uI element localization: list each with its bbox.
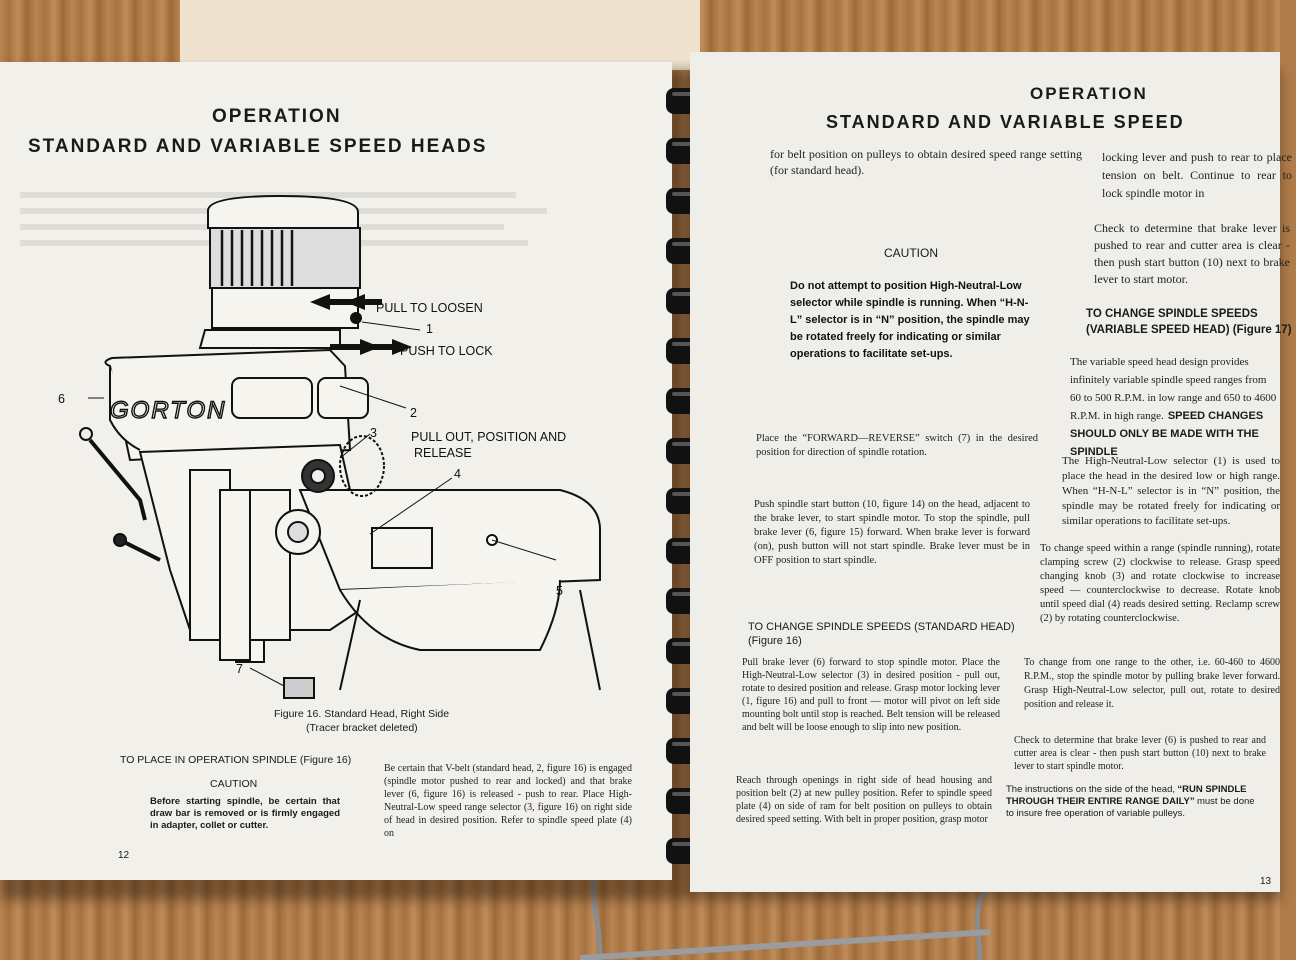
para-standard-2: Reach through openings in right side of … (736, 775, 992, 825)
left-page-title-2: STANDARD AND VARIABLE SPEED HEADS (28, 136, 488, 157)
para-variable-3: To change speed within a range (spindle … (1040, 543, 1280, 624)
callout-number-6: 6 (58, 392, 65, 406)
para-variable-6-bold: “RUN SPINDLE THROUGH THEIR ENTIRE RANGE … (1006, 784, 1247, 807)
callout-pull-out: PULL OUT, POSITION AND (411, 430, 567, 444)
right-caution-heading: CAUTION (884, 246, 938, 260)
para-variable-6-prefix: The instructions on the side of the head… (1006, 784, 1175, 795)
section-heading-standard-head: TO CHANGE SPINDLE SPEEDS (STANDARD HEAD)… (748, 621, 1015, 647)
figure-caption-sub: (Tracer bracket deleted) (306, 722, 418, 734)
right-page-title-1: OPERATION (1030, 84, 1148, 103)
para-variable-1-text: The variable speed head design provides … (1070, 356, 1277, 422)
para-variable-4: To change from one range to the other, i… (1024, 657, 1280, 710)
para-variable-2: The High-Neutral-Low selector (1) is use… (1062, 455, 1280, 527)
callout-number-7: 7 (236, 662, 243, 676)
left-page: OPERATION STANDARD AND VARIABLE SPEED HE… (0, 62, 672, 880)
col2-check: Check to determine that brake lever is p… (1094, 221, 1290, 286)
left-page-title-1: OPERATION (212, 106, 342, 127)
right-page: OPERATION STANDARD AND VARIABLE SPEED fo… (690, 52, 1292, 892)
callout-release: RELEASE (414, 446, 472, 460)
callout-pull-to-loosen: PULL TO LOOSEN (376, 301, 483, 315)
callout-number-3: 3 (370, 426, 377, 440)
para-variable-1-bold: SPEED CHANGES SHOULD ONLY BE MADE WITH T… (1070, 410, 1264, 458)
push-arrow-icon (330, 339, 380, 355)
right-page-title-2: STANDARD AND VARIABLE SPEED (826, 112, 1185, 132)
book-back-cover (180, 0, 700, 70)
figure-caption: Figure 16. Standard Head, Right Side (274, 708, 450, 720)
section-heading-place-in-operation: TO PLACE IN OPERATION SPINDLE (Figure 16… (120, 754, 352, 766)
right-caution-text: Do not attempt to position High-Neutral-… (790, 280, 1030, 360)
para-variable-5: Check to determine that brake lever (6) … (1014, 735, 1266, 772)
para-variable-6: The instructions on the side of the head… (1006, 784, 1256, 820)
para-standard-1: Pull brake lever (6) forward to stop spi… (742, 657, 1000, 733)
left-caution-text: Before starting spindle, be certain that… (150, 796, 340, 831)
callout-push-to-lock: PUSH TO LOCK (400, 344, 493, 358)
callout-number-2: 2 (410, 406, 417, 420)
left-caution-heading: CAUTION (210, 778, 258, 790)
para-forward-reverse: Place the “FORWARD—REVERSE” switch (7) i… (756, 433, 1038, 458)
left-page-number: 12 (118, 850, 130, 861)
right-page-number: 13 (1260, 876, 1272, 887)
gorton-brand-text: GORTON (110, 397, 226, 424)
callout-number-4: 4 (454, 467, 461, 481)
milling-head-illustration: GORTON (79, 194, 601, 699)
callout-number-5: 5 (556, 584, 563, 598)
col2-top: locking lever and push to rear to place … (1102, 150, 1292, 200)
para-variable-1: The variable speed head design provides … (1070, 352, 1280, 460)
pull-arrow-icon (310, 294, 358, 310)
callout-number-1: 1 (426, 322, 433, 336)
left-body-text: Be certain that V-belt (standard head, 2… (384, 763, 632, 839)
section-heading-variable-head: TO CHANGE SPINDLE SPEEDS (VARIABLE SPEED… (1086, 308, 1292, 336)
para-variable-6-suffix: must be done to insure free operation of… (1006, 796, 1255, 819)
col1-intro: for belt position on pulleys to obtain d… (770, 147, 1082, 177)
para-start-spindle: Push spindle start button (10, figure 14… (754, 499, 1030, 566)
